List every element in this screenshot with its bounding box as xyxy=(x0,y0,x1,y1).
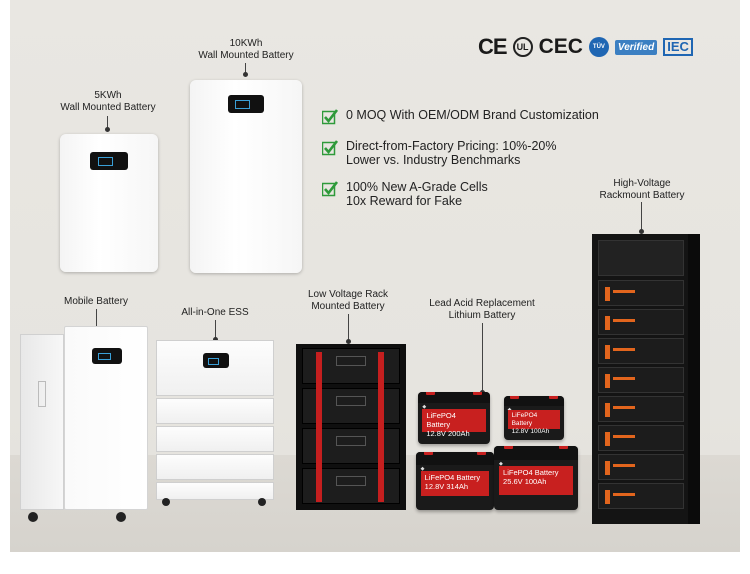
iec-mark-icon: IEC xyxy=(663,38,693,56)
feature-line: 100% New A-Grade Cells xyxy=(346,180,488,194)
product-label-mobile: Mobile Battery xyxy=(56,296,136,308)
lifepo4-battery-card: ◆ LiFePO4 Battery 25.6V 100Ah xyxy=(494,446,578,510)
label-leader xyxy=(639,202,644,234)
low-voltage-rack-battery xyxy=(296,344,406,510)
label-line: Mobile Battery xyxy=(64,296,128,307)
feature-item: 0 MOQ With OEM/ODM Brand Customization xyxy=(322,108,599,125)
brand-logo: ◆ xyxy=(420,465,425,472)
check-icon xyxy=(322,109,338,125)
lifepo4-battery-card: ◆ LiFePO4 Battery 12.8V 314Ah xyxy=(416,452,494,510)
brand-logo: ◆ xyxy=(422,404,427,411)
lifepo4-battery-card: ◆ LiFePO4 Battery 12.8V 100Ah xyxy=(504,396,564,440)
battery-module xyxy=(156,482,274,500)
lifepo4-name: LiFePO4 Battery xyxy=(424,472,481,482)
label-line: High-Voltage xyxy=(613,178,671,189)
label-line: Wall Mounted Battery xyxy=(60,102,156,113)
brand-logo: ◆ xyxy=(508,407,512,413)
display-screen xyxy=(203,353,229,368)
lifepo4-spec: 12.8V 200Ah xyxy=(426,428,470,438)
feature-line: 0 MOQ With OEM/ODM Brand Customization xyxy=(346,108,599,122)
display-screen xyxy=(90,152,128,170)
all-in-one-ess xyxy=(152,340,278,510)
lifepo4-spec: 12.8V 314Ah xyxy=(424,481,469,491)
label-line: Lithium Battery xyxy=(448,310,516,321)
cec-mark-icon: CEC xyxy=(538,35,583,58)
label-line: 10KWh xyxy=(229,38,263,49)
battery-module xyxy=(156,454,274,480)
display-screen xyxy=(92,348,122,364)
ce-mark-icon: CE xyxy=(478,34,508,59)
wall-battery-5kwh xyxy=(60,134,158,272)
label-line: 5KWh xyxy=(94,90,122,101)
feature-item: 100% New A-Grade Cells 10x Reward for Fa… xyxy=(322,180,488,208)
certification-bar: CE UL CEC TÜV Verified IEC xyxy=(478,34,693,59)
lifepo4-name: LiFePO4 Battery xyxy=(503,468,559,478)
product-label-wall-10kwh: 10KWh Wall Mounted Battery xyxy=(188,38,304,62)
tuv-mark-icon: TÜV xyxy=(588,37,609,57)
battery-module xyxy=(156,398,274,424)
verified-mark-icon: Verified xyxy=(614,39,658,55)
feature-line: Lower vs. Industry Benchmarks xyxy=(346,153,521,167)
product-label-wall-5kwh: 5KWh Wall Mounted Battery xyxy=(50,90,166,114)
label-line: Lead Acid Replacement xyxy=(429,298,535,309)
label-line: Low Voltage Rack xyxy=(307,289,389,300)
display-screen xyxy=(228,95,264,113)
mobile-battery xyxy=(20,326,148,524)
ul-mark-icon: UL xyxy=(512,37,533,57)
label-line: Rackmount Battery xyxy=(599,190,685,201)
label-line: Wall Mounted Battery xyxy=(198,50,294,61)
product-label-high-voltage: High-Voltage Rackmount Battery xyxy=(592,178,692,202)
feature-line: Direct-from-Factory Pricing: 10%-20% xyxy=(346,139,557,153)
lifepo4-name: LiFePO4 Battery xyxy=(511,412,538,428)
lifepo4-spec: 12.8V 100Ah xyxy=(511,428,550,436)
label-leader xyxy=(243,63,248,77)
lifepo4-battery-card: ◆ LiFePO4 Battery 12.8V 200Ah xyxy=(418,392,490,444)
label-leader xyxy=(480,323,485,395)
label-line: Mounted Battery xyxy=(311,301,385,312)
check-icon xyxy=(322,140,338,156)
battery-module xyxy=(156,426,274,452)
label-leader xyxy=(105,116,110,132)
product-label-lead-acid: Lead Acid Replacement Lithium Battery xyxy=(424,298,540,322)
high-voltage-rack-battery xyxy=(592,234,700,524)
inverter-module xyxy=(156,340,274,396)
product-label-low-voltage-rack: Low Voltage Rack Mounted Battery xyxy=(300,289,396,313)
feature-item: Direct-from-Factory Pricing: 10%-20% Low… xyxy=(322,139,556,167)
label-line: All-in-One ESS xyxy=(181,307,249,318)
lifepo4-name: LiFePO4 Battery xyxy=(426,410,456,429)
product-label-all-in-one: All-in-One ESS xyxy=(170,307,260,319)
check-icon xyxy=(322,181,338,197)
label-leader xyxy=(213,320,218,342)
lifepo4-spec: 25.6V 100Ah xyxy=(503,477,547,487)
brand-logo: ◆ xyxy=(499,461,503,468)
feature-line: 10x Reward for Fake xyxy=(346,194,463,208)
wall-battery-10kwh xyxy=(190,80,302,273)
label-leader xyxy=(346,314,351,344)
